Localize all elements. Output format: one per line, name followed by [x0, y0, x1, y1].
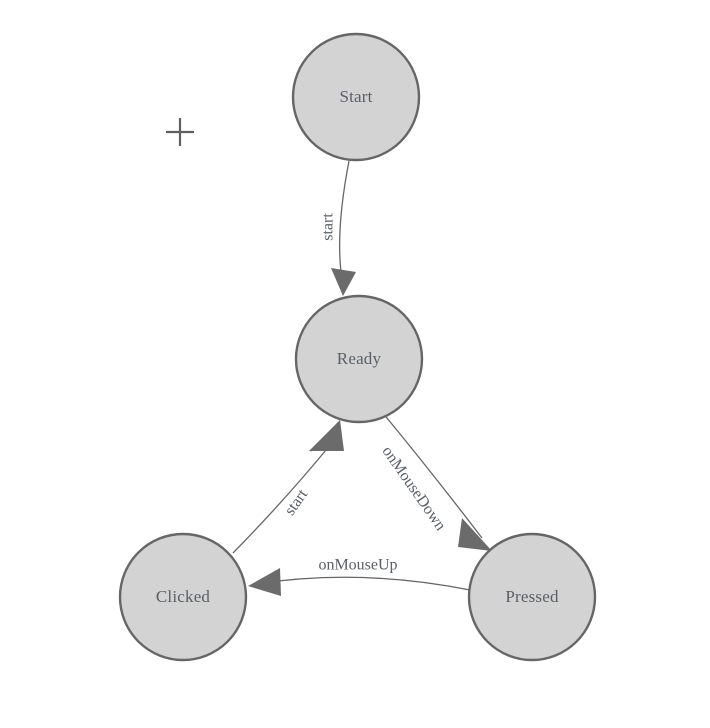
node-ready-label: Ready [337, 349, 382, 368]
edge-clicked-to-ready[interactable]: start [232, 419, 344, 554]
edge-pressed-to-clicked[interactable]: onMouseUp [248, 557, 471, 596]
edge-ready-to-pressed-path [381, 411, 483, 539]
edge-ready-to-pressed-arrowhead [458, 518, 492, 551]
node-clicked-label: Clicked [156, 587, 211, 606]
edge-ready-to-pressed[interactable]: onMouseDown [378, 411, 492, 551]
edge-start-to-ready-arrowhead [331, 268, 356, 296]
node-start-circle[interactable] [291, 32, 421, 162]
node-clicked[interactable]: Clicked [118, 532, 248, 662]
edge-pressed-to-clicked-path [255, 576, 471, 591]
edge-clicked-to-ready-arrowhead-fill [309, 420, 344, 451]
node-ready-circle[interactable] [294, 294, 424, 424]
edge-clicked-to-ready-path [232, 443, 332, 554]
node-pressed[interactable]: Pressed [467, 532, 597, 662]
edge-pressed-to-clicked-arrowhead [248, 568, 281, 596]
edge-start-to-ready-path [338, 160, 350, 273]
node-pressed-circle[interactable] [467, 532, 597, 662]
node-start-label: Start [339, 87, 372, 106]
node-pressed-label: Pressed [505, 587, 559, 606]
edge-label-clicked-to-ready: start [281, 486, 311, 519]
crosshair-icon [166, 118, 194, 146]
edge-label-ready-to-pressed: onMouseDown [378, 443, 449, 534]
edge-label-start-to-ready: start [320, 213, 337, 241]
node-ready[interactable]: Ready [294, 294, 424, 424]
node-clicked-circle[interactable] [118, 532, 248, 662]
edge-label-pressed-to-clicked: onMouseUp [318, 557, 397, 574]
edge-start-to-ready[interactable]: start [320, 160, 356, 296]
node-start[interactable]: Start [291, 32, 421, 162]
